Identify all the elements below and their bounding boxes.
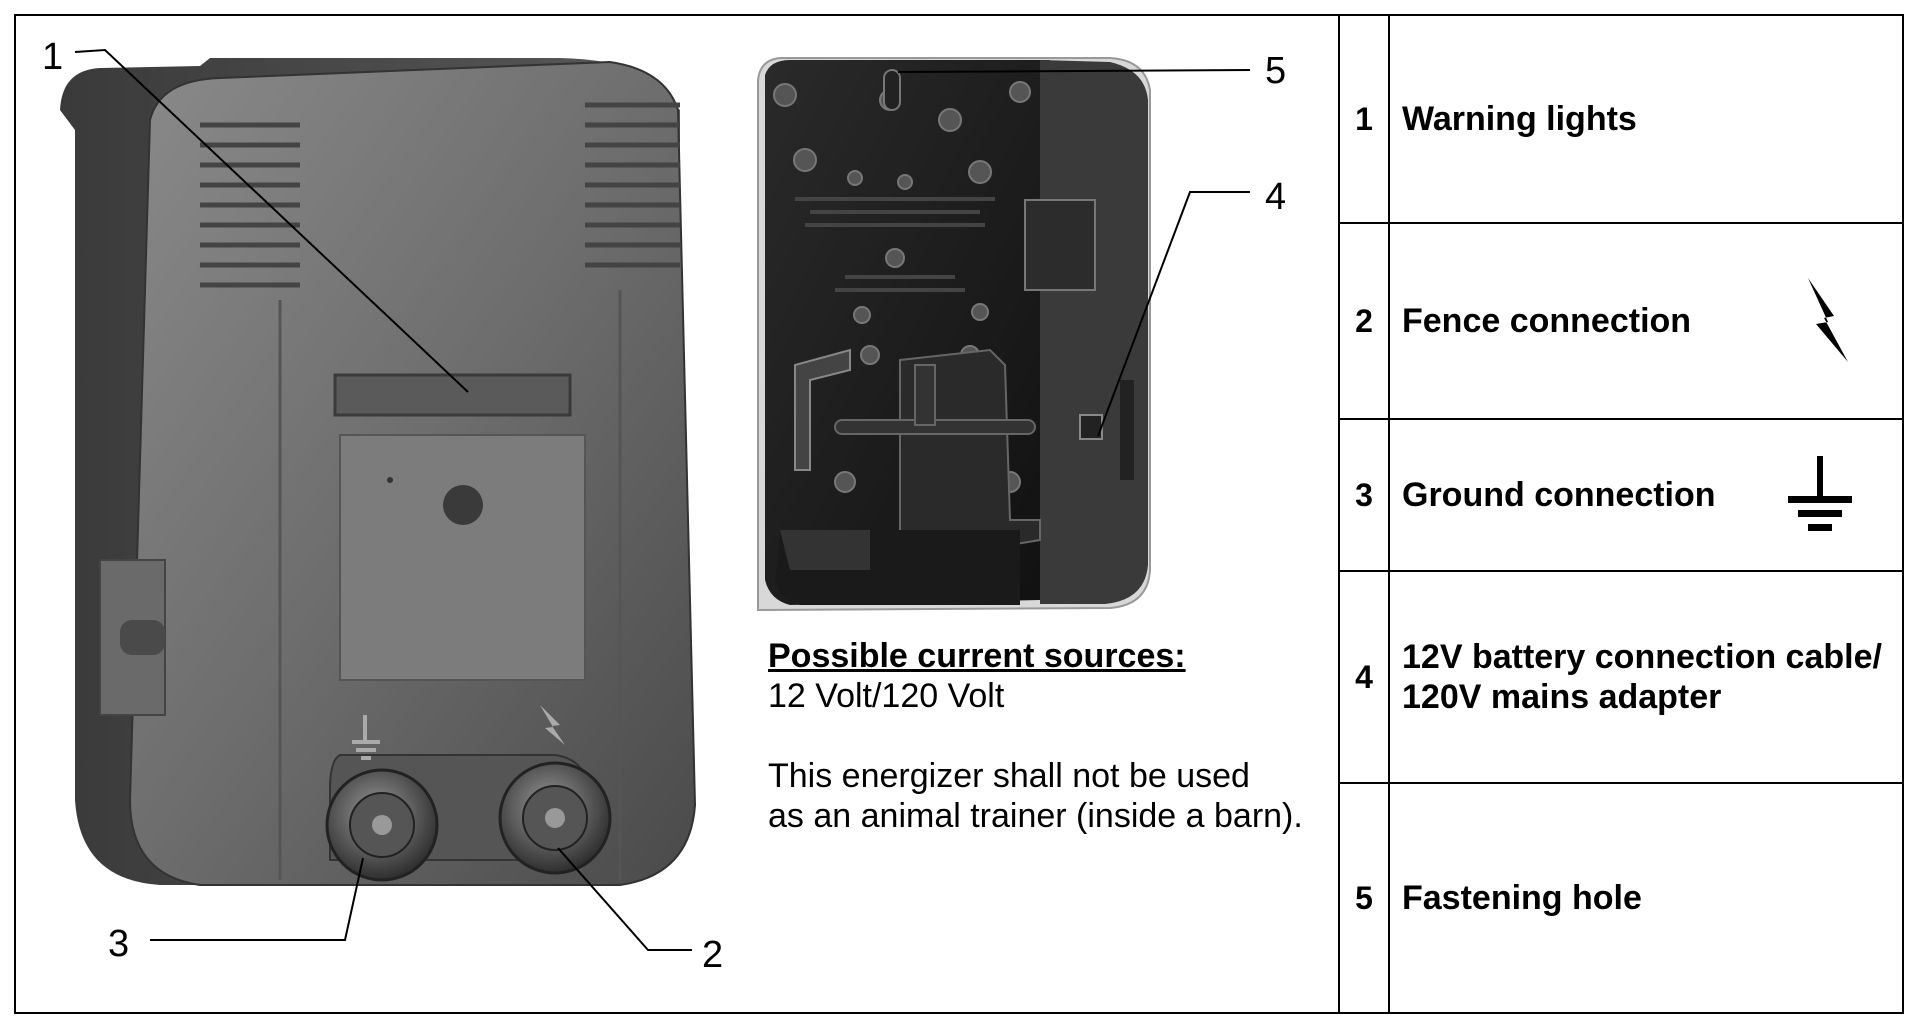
legend-label-text: Fastening hole — [1402, 879, 1642, 917]
callout-4: 4 — [1265, 176, 1287, 218]
legend-label-text: 12V battery connection cable/ — [1402, 638, 1882, 676]
legend-label: Ground connection — [1388, 418, 1904, 572]
legend-number: 3 — [1338, 418, 1390, 572]
legend-label-text: Warning lights — [1402, 100, 1637, 138]
ground-terminal-knob — [325, 768, 439, 882]
fastening-hole — [883, 69, 901, 111]
legend-row: 1 Warning lights — [1338, 14, 1904, 224]
energizer-front-view — [60, 58, 697, 886]
sources-heading: Possible current sources: — [768, 637, 1186, 675]
legend-table: 1 Warning lights 2 Fence connection 3 Gr… — [1338, 14, 1904, 1014]
lightning-bolt-icon — [1808, 278, 1848, 362]
usage-note-line-1: This energizer shall not be used — [768, 757, 1250, 795]
ground-symbol-icon — [352, 715, 380, 760]
usage-note-line-2: as an animal trainer (inside a barn). — [768, 797, 1303, 835]
legend-label-text: Fence connection — [1402, 302, 1692, 340]
callout-leader-lines — [74, 48, 1251, 951]
legend-label-text: 120V mains adapter — [1402, 678, 1722, 716]
legend-number: 5 — [1338, 782, 1390, 1014]
callout-3: 3 — [108, 923, 130, 965]
energizer-back-view — [757, 57, 1151, 612]
legend-label: Warning lights — [1388, 14, 1904, 224]
fence-terminal-knob — [498, 761, 612, 875]
page-frame — [14, 14, 1904, 1014]
device-illustrations — [60, 48, 1251, 951]
current-sources-block: Possible current sources: 12 Volt/120 Vo… — [768, 636, 1303, 836]
callout-5: 5 — [1265, 50, 1287, 92]
legend-row: 5 Fastening hole — [1338, 782, 1904, 1014]
ground-symbol-icon — [1788, 456, 1852, 531]
sources-voltage: 12 Volt/120 Volt — [768, 677, 1005, 715]
legend-number: 1 — [1338, 14, 1390, 224]
legend-row: 4 12V battery connection cable/ 120V mai… — [1338, 570, 1904, 784]
legend-row: 2 Fence connection — [1338, 222, 1904, 420]
legend-number: 4 — [1338, 570, 1390, 784]
legend-label: Fastening hole — [1388, 782, 1904, 1014]
legend-label: 12V battery connection cable/ 120V mains… — [1388, 570, 1904, 784]
legend-row: 3 Ground connection — [1338, 418, 1904, 572]
legend-label: Fence connection — [1388, 222, 1904, 420]
callout-1: 1 — [42, 36, 64, 78]
warning-lights-strip — [333, 373, 572, 417]
lightning-bolt-icon — [540, 705, 565, 745]
legend-label-text: Ground connection — [1402, 476, 1716, 514]
callout-2: 2 — [702, 934, 724, 976]
legend-number: 2 — [1338, 222, 1390, 420]
